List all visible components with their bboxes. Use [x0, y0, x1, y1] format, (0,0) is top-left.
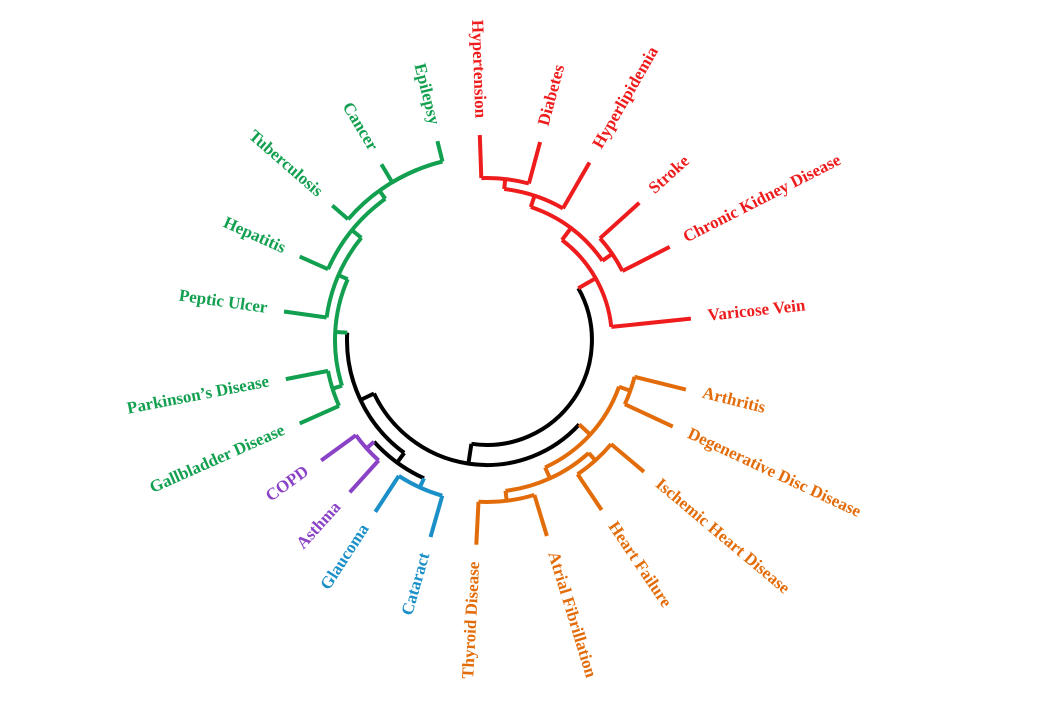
branch-arc-64	[391, 159, 443, 185]
branch-link-16	[621, 245, 671, 273]
branch-link-20	[577, 422, 592, 437]
leaf-label-stroke: Stroke	[645, 151, 694, 197]
branch-arc-21	[544, 386, 621, 470]
dendrogram-branches	[283, 135, 692, 545]
dendrogram-labels: Hypertension Diabetes HyperlipidemiaStroke…	[125, 20, 864, 681]
branch-arc-58	[326, 197, 387, 271]
branch-link-11	[526, 141, 543, 185]
branch-link-42	[428, 495, 445, 538]
branch-link-22	[618, 384, 631, 393]
leaf-label-ckd: Chronic Kidney Disease	[680, 150, 844, 246]
branch-arc-37	[345, 332, 406, 455]
branch-arc-9	[481, 176, 530, 186]
leaf-label-cancer: Cancer	[339, 99, 383, 154]
leaf-label-hypertension: Hypertension	[468, 20, 490, 119]
leaf-label-afib: Atrial Fibrillation	[544, 549, 601, 680]
leaf-label-cataract: Cataract	[397, 550, 433, 617]
leaf-label-ihd: Ischemic Heart Disease	[652, 474, 794, 597]
branch-arc-41	[397, 474, 443, 498]
branch-link-52	[298, 404, 340, 426]
branch-link-26	[543, 466, 552, 480]
leaf-label-peptic: Peptic Ulcer	[178, 286, 269, 317]
branch-arc-39	[372, 440, 425, 481]
branch-arc-19	[372, 392, 581, 467]
branch-link-43	[373, 474, 401, 513]
leaf-label-hyperlipidemia: Hyperlipidemia	[588, 43, 662, 152]
branch-link-25	[623, 402, 674, 429]
branch-arc-29	[576, 442, 613, 476]
branch-link-36	[359, 391, 375, 402]
branch-link-15	[598, 201, 641, 240]
branch-link-53	[285, 368, 329, 382]
branch-arc-27	[505, 451, 591, 493]
leaf-label-parkinsons: Parkinson’s Disease	[125, 371, 271, 417]
leaf-label-heart-failure: Heart Failure	[605, 518, 677, 611]
branch-link-17	[611, 316, 692, 329]
branch-link-62	[330, 203, 350, 221]
leaf-label-ddd: Degenerative Disc Disease	[685, 424, 865, 521]
leaf-label-hepatitis: Hepatitis	[221, 213, 289, 257]
leaf-label-tuberculosis: Tuberculosis	[245, 126, 327, 201]
branch-link-47	[320, 433, 358, 463]
branch-link-59	[298, 254, 329, 272]
branch-link-35	[474, 501, 481, 545]
branch-link-24	[634, 374, 687, 392]
branch-arc-5	[530, 205, 605, 262]
branch-arc-1	[471, 287, 594, 447]
branch-arc-7	[503, 187, 564, 211]
branch-arc-45	[354, 434, 380, 462]
branch-arc-49	[333, 278, 350, 387]
branch-link-4	[560, 226, 573, 242]
branch-arc-33	[478, 492, 535, 505]
branch-link-34	[532, 494, 549, 537]
leaf-label-varicose: Varicose Vein	[707, 295, 807, 324]
branch-arc-3	[560, 238, 614, 328]
branch-link-57	[350, 228, 363, 240]
branch-link-12	[561, 161, 592, 210]
branch-link-30	[609, 442, 646, 474]
branch-link-48	[335, 330, 348, 335]
branch-arc-14	[598, 236, 625, 272]
leaf-label-copd: COPD	[262, 462, 312, 506]
branch-link-56	[283, 309, 327, 320]
leaf-label-epilepsy: Epilepsy	[411, 61, 445, 127]
leaf-label-thyroid: Thyroid Disease	[458, 561, 483, 680]
branch-link-65	[379, 163, 394, 184]
branch-link-38	[395, 451, 406, 464]
leaf-label-diabetes: Diabetes	[534, 62, 569, 127]
branch-link-2	[577, 276, 597, 290]
branch-link-66	[435, 140, 445, 162]
branch-arc-55	[324, 236, 363, 318]
branch-link-18	[466, 443, 474, 464]
branch-link-10	[477, 135, 484, 179]
leaf-label-asthma: Asthma	[292, 497, 344, 552]
branch-link-31	[575, 473, 604, 512]
leaf-label-arthritis: Arthritis	[700, 383, 767, 417]
branch-link-46	[348, 459, 381, 494]
